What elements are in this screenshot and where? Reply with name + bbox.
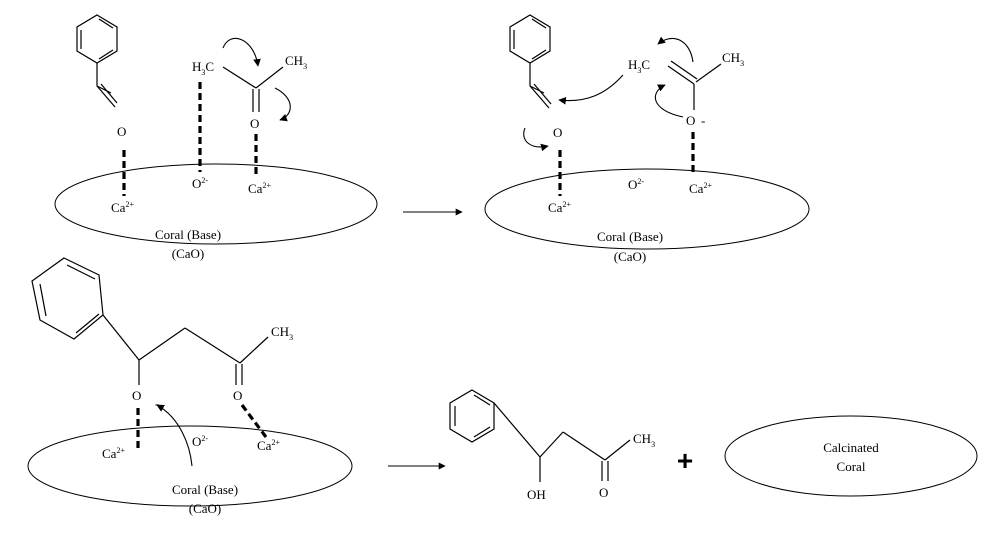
aldehyde-oxygen-2: O xyxy=(553,125,562,140)
electron-arrow-2c xyxy=(654,84,684,118)
calcinated-coral-label-line2: Coral xyxy=(837,459,866,474)
electron-arrow-3 xyxy=(156,404,193,467)
benzaldehyde-molecule-2: O xyxy=(509,14,562,140)
ca-site-1b: Ca2+ xyxy=(248,181,271,196)
aldol-product-molecule: CH3 OH O xyxy=(449,389,655,502)
base-label-2: Coral (Base) xyxy=(597,229,663,244)
product-hydroxyl: OH xyxy=(527,487,546,502)
electron-arrow-2b xyxy=(523,127,549,152)
carbonyl-oxygen-3: O xyxy=(233,388,242,403)
alkoxide-oxygen-3: O xyxy=(132,388,141,403)
alkoxide-negative-charge-3: - xyxy=(155,396,159,411)
panel-step-1: Coral (Base) (CaO) O Ca2+ H3C CH3 O xyxy=(54,14,378,261)
ca-site-2b: Ca2+ xyxy=(689,181,712,196)
dashed-bond-carbonyl-ca-3 xyxy=(240,404,268,438)
methyl-group-right-2: CH3 xyxy=(722,50,744,68)
methyl-group-left-2: H3C xyxy=(628,57,650,75)
carbonyl-oxygen-1: O xyxy=(250,116,259,131)
electron-arrow-2d xyxy=(657,36,694,63)
oxide-site-2: O2- xyxy=(628,177,644,192)
ca-site-3b: Ca2+ xyxy=(257,438,280,453)
base-label-3: Coral (Base) xyxy=(172,482,238,497)
coral-base-surface-1 xyxy=(54,163,378,245)
methyl-group-right-1: CH3 xyxy=(285,53,307,71)
ca-site-2a: Ca2+ xyxy=(548,200,571,215)
calcinated-coral-surface xyxy=(724,415,978,497)
enolate-oxygen-2: O xyxy=(686,113,695,128)
acetone-molecule-1: H3C CH3 O xyxy=(192,53,307,131)
plus-sign: + xyxy=(677,445,693,476)
products: CH3 OH O + Calcinated Coral xyxy=(449,389,978,502)
benzaldehyde-molecule-1: O xyxy=(76,14,126,139)
oxide-site-1: O2- xyxy=(192,176,208,191)
aldehyde-oxygen-1: O xyxy=(117,124,126,139)
panel-step-2: Coral (Base) (CaO) O Ca2+ H3C CH3 O - xyxy=(484,14,810,264)
oxide-site-3: O2- xyxy=(192,434,208,449)
electron-arrow-2a xyxy=(558,74,624,105)
enolate-negative-charge-2: - xyxy=(701,113,705,128)
alkoxide-intermediate-3: CH3 O O - xyxy=(31,257,293,411)
methyl-group-3: CH3 xyxy=(271,324,293,342)
coral-base-surface-3 xyxy=(27,425,353,507)
panel-step-3: Coral (Base) (CaO) CH3 O O - Ca2+ O2- Ca… xyxy=(27,257,353,516)
calcinated-coral-label-line1: Calcinated xyxy=(823,440,879,455)
enolate-molecule-2: H3C CH3 O - xyxy=(628,50,744,128)
electron-arrow-1a xyxy=(222,37,261,67)
product-carbonyl-oxygen: O xyxy=(599,485,608,500)
methyl-group-left-1: H3C xyxy=(192,59,214,77)
base-label-1: Coral (Base) xyxy=(155,227,221,242)
ca-site-3a: Ca2+ xyxy=(102,446,125,461)
product-methyl-group: CH3 xyxy=(633,431,655,449)
ca-site-1a: Ca2+ xyxy=(111,200,134,215)
base-formula-1: (CaO) xyxy=(172,246,205,261)
coral-base-surface-2 xyxy=(484,168,810,250)
base-formula-3: (CaO) xyxy=(189,501,222,516)
base-formula-2: (CaO) xyxy=(614,249,647,264)
electron-arrow-1b xyxy=(274,87,291,122)
